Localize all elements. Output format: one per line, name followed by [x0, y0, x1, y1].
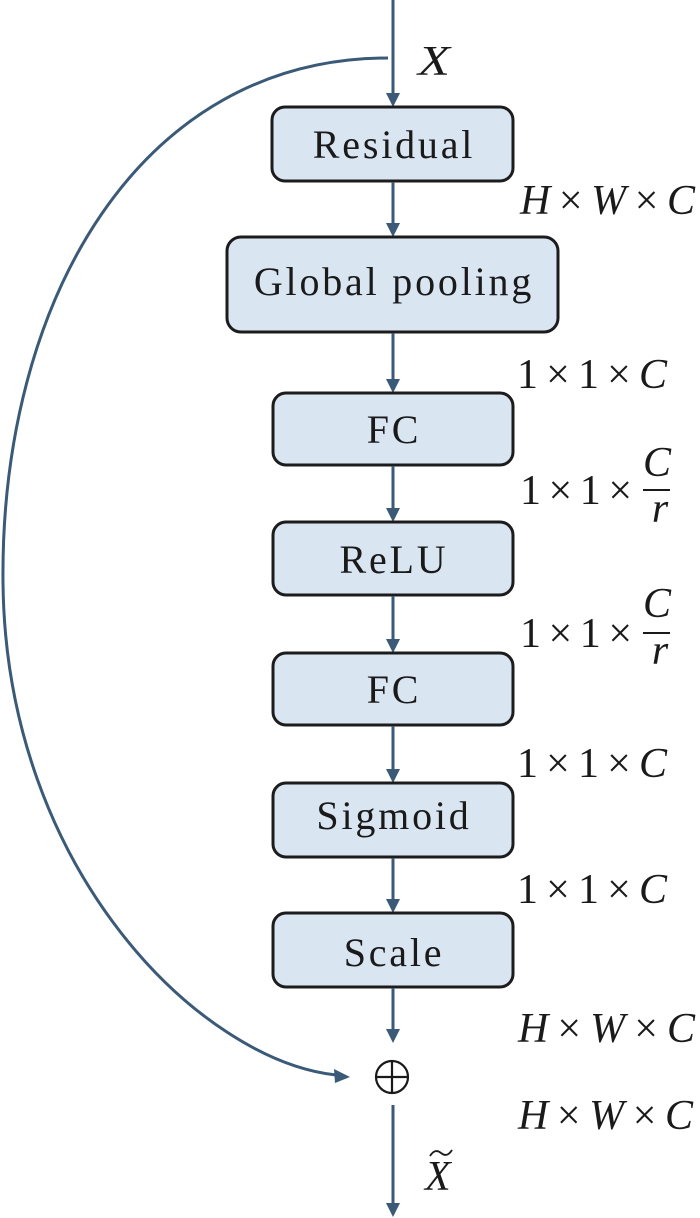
output-symbol: X	[423, 1154, 453, 1200]
arrowhead-down	[386, 1029, 400, 1043]
output-label: X	[423, 1149, 453, 1200]
input-arrow	[386, 0, 400, 107]
block-scale: Scale	[271, 911, 515, 989]
dim-label: 1×1×C	[517, 741, 668, 787]
dim-label: 1×1×C	[517, 352, 668, 398]
fraction-numerator: C	[643, 440, 672, 486]
input-label: X	[416, 39, 453, 85]
block-box	[271, 781, 515, 859]
arrowhead-down	[386, 899, 400, 913]
dim-label: H×W×C	[517, 1006, 696, 1052]
dim-label: H×W×C	[519, 178, 696, 224]
block-global-pooling: Global pooling	[225, 235, 560, 334]
arrow-sigmoid-to-scale	[386, 858, 400, 913]
skip-connection-curve	[1, 56, 389, 1077]
block-label: Residual	[313, 122, 475, 167]
arrow-fc1-to-relu	[386, 466, 400, 522]
block-box	[270, 105, 515, 183]
fraction-numerator: C	[643, 581, 672, 627]
block-box	[225, 235, 560, 334]
dim-label-fraction: 1×1× C r	[520, 581, 672, 674]
tilde-accent-icon	[429, 1149, 453, 1157]
block-box	[271, 651, 515, 727]
arrow-residual-to-pooling	[386, 182, 400, 237]
dim-label-prefix: 1×1×	[520, 468, 632, 514]
block-relu: ReLU	[271, 520, 515, 597]
skip-connection	[1, 56, 389, 1083]
arrowhead-down	[386, 223, 400, 237]
block-label: FC	[367, 667, 422, 712]
block-box	[271, 520, 515, 597]
block-label: ReLU	[340, 537, 449, 582]
arrow-fc2-to-sigmoid	[386, 726, 400, 783]
dim-label: 1×1×C	[517, 867, 668, 913]
block-label: FC	[367, 407, 422, 452]
circled-plus-icon	[374, 1059, 410, 1095]
arrowhead-down	[386, 508, 400, 522]
dim-label-prefix: 1×1×	[520, 611, 632, 657]
block-sigmoid: Sigmoid	[271, 781, 515, 859]
arrowhead-down	[386, 379, 400, 393]
block-box	[271, 911, 515, 989]
block-box	[271, 391, 515, 467]
block-label: Scale	[344, 930, 445, 975]
dim-label-fraction: 1×1× C r	[520, 440, 672, 532]
dim-label: H×W×C	[517, 1093, 694, 1139]
arrowhead-down	[386, 1203, 400, 1217]
skip-connection-arrowhead	[334, 1069, 350, 1083]
arrowhead-down	[386, 93, 400, 107]
arrowhead-down	[386, 639, 400, 653]
arrow-scale-to-add	[386, 988, 400, 1043]
block-fc-1: FC	[271, 391, 515, 467]
block-fc-2: FC	[271, 651, 515, 727]
arrowhead-down	[386, 769, 400, 783]
block-label: Sigmoid	[316, 793, 471, 838]
arrow-pooling-to-fc1	[386, 333, 400, 393]
fraction-denominator: r	[652, 486, 669, 532]
arrow-relu-to-fc2	[386, 596, 400, 653]
block-residual: Residual	[270, 105, 515, 183]
output-arrow	[386, 1105, 400, 1217]
block-label: Global pooling	[254, 259, 534, 304]
fraction-denominator: r	[652, 628, 669, 674]
